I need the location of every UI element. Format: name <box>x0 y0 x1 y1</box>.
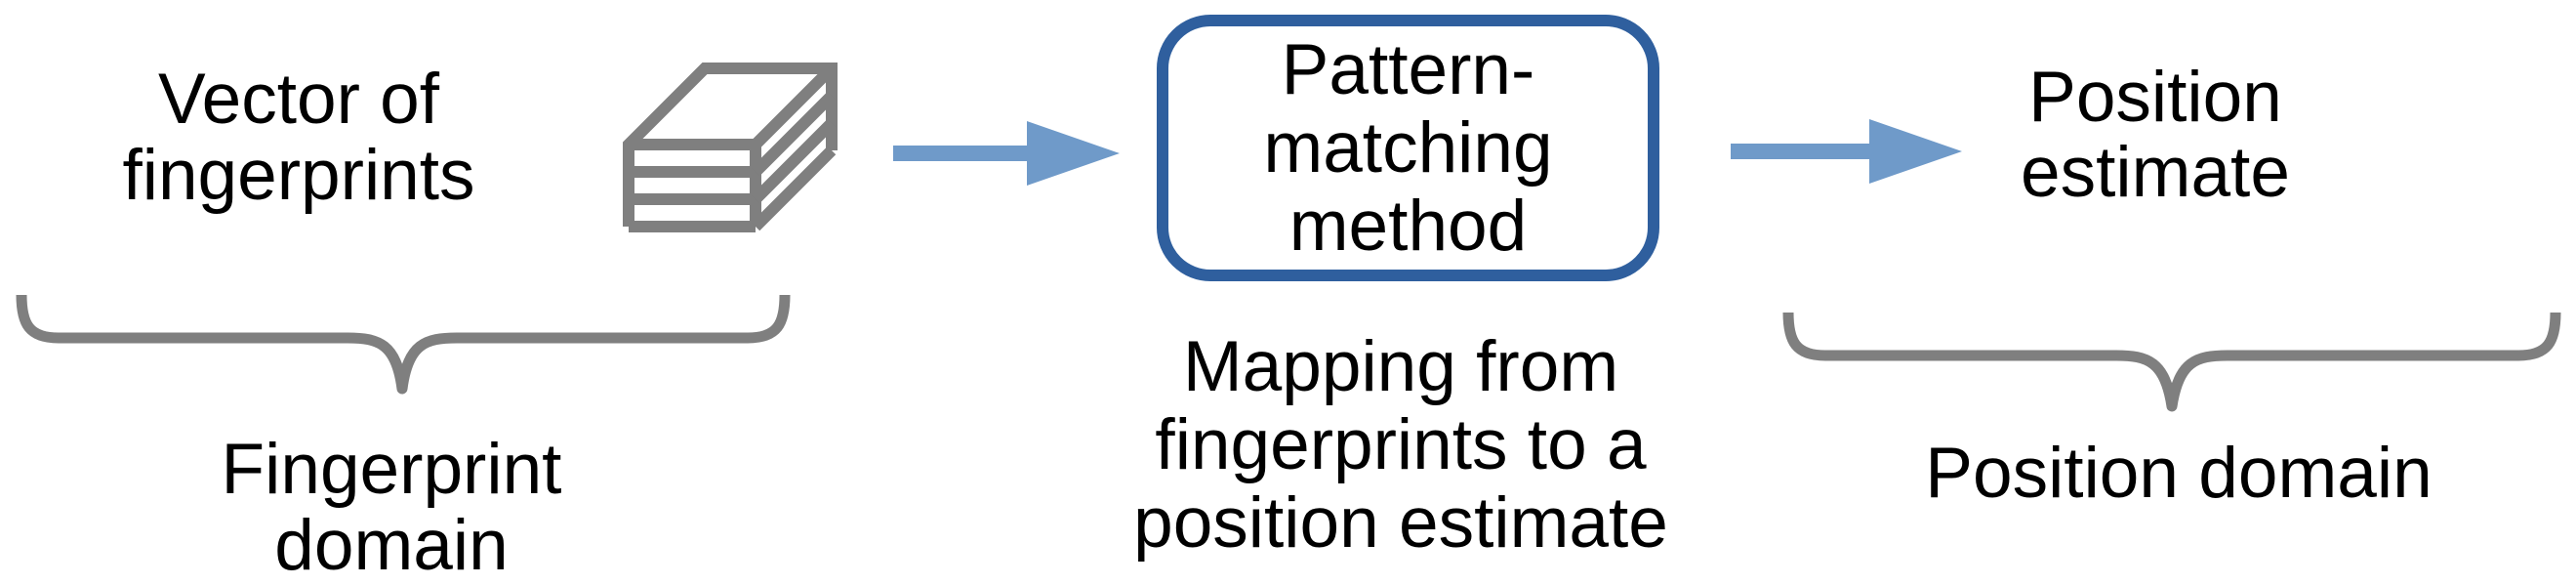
mapping-caption: Mapping from fingerprints to a position … <box>1133 327 1668 563</box>
position-domain-label: Position domain <box>1925 434 2433 513</box>
fingerprint-domain-label: Fingerprint domain <box>221 430 562 585</box>
right-arrow-icon <box>893 121 1120 186</box>
position-estimate-label: Position estimate <box>2021 58 2290 212</box>
pattern-matching-box: Pattern- matching method <box>1157 15 1659 281</box>
pattern-matching-label: Pattern- matching method <box>1263 29 1553 266</box>
vector-of-fingerprints-label: Vector of fingerprints <box>122 60 475 215</box>
right-arrow-icon <box>1731 119 1962 184</box>
under-brace-icon <box>1782 312 2561 412</box>
under-brace-icon <box>16 294 791 395</box>
layers-stack-icon <box>623 63 838 232</box>
